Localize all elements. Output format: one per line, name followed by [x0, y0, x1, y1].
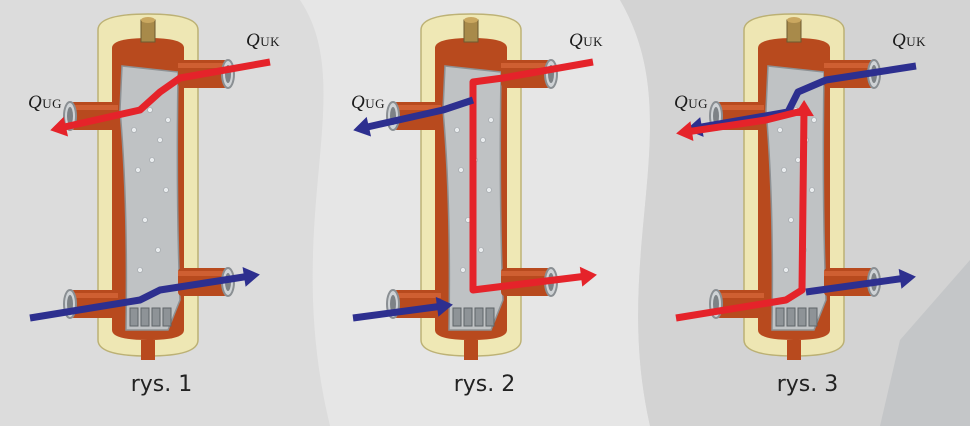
air-bubble: [135, 167, 141, 173]
separator-diagram-1: [29, 13, 271, 360]
baffle: [129, 307, 139, 327]
flow-label-side: QUG: [28, 92, 63, 113]
baffle: [151, 307, 161, 327]
baffle: [140, 307, 150, 327]
air-bubble: [795, 157, 801, 163]
flow-label-side: QUG: [674, 92, 709, 113]
baffle: [452, 307, 462, 327]
hot-flow-arrow-head: [579, 266, 597, 287]
air-bubble: [137, 267, 143, 273]
figure-3: QUK QUG rys. 3: [646, 0, 969, 426]
separator-diagram-3: [675, 13, 917, 360]
hot-flow-arrow-head: [50, 116, 69, 137]
air-bubble: [458, 167, 464, 173]
air-bubble: [480, 137, 486, 143]
drain-stub: [787, 340, 801, 360]
air-bubble: [788, 217, 794, 223]
air-bubble: [809, 187, 815, 193]
air-bubble: [486, 187, 492, 193]
figure-caption: rys. 3: [776, 372, 839, 397]
air-bubble: [478, 247, 484, 253]
figure-caption: rys. 2: [453, 372, 516, 397]
cold-flow-inlet: [352, 302, 444, 322]
hot-flow-outlet: [685, 106, 807, 136]
drain-stub: [141, 340, 155, 360]
baffle: [808, 307, 818, 327]
air-vent: [463, 19, 479, 43]
air-bubble: [131, 127, 137, 133]
baffle: [463, 307, 473, 327]
hot-flow-outlet-head: [676, 121, 694, 141]
air-bubble: [783, 267, 789, 273]
cold-flow-bottom-head: [898, 268, 916, 289]
hot-flow-riser: [675, 109, 808, 322]
air-bubble: [777, 127, 783, 133]
air-bubble: [147, 107, 153, 113]
cold-flow-return-head: [353, 116, 372, 137]
figure-caption: rys. 1: [130, 372, 193, 397]
baffle: [775, 307, 785, 327]
flow-label-top: QUK: [246, 30, 281, 51]
baffle: [786, 307, 796, 327]
air-vent: [140, 19, 156, 43]
hot-flow-arrow: [59, 58, 271, 132]
air-vent: [786, 19, 802, 43]
air-bubble: [149, 157, 155, 163]
figure-1: QUK QUG rys. 1: [0, 0, 323, 426]
cold-flow-return: [362, 96, 475, 132]
baffle: [485, 307, 495, 327]
baffle: [162, 307, 172, 327]
cold-flow-arrow: [29, 272, 251, 322]
hot-flow-arrow: [469, 58, 594, 294]
baffle: [797, 307, 807, 327]
drain-stub: [464, 340, 478, 360]
air-bubble: [157, 137, 163, 143]
air-bubble: [454, 127, 460, 133]
air-bubble: [781, 167, 787, 173]
air-bubble: [155, 247, 161, 253]
air-bubble: [142, 217, 148, 223]
figure-2: QUK QUG rys. 2: [323, 0, 646, 426]
air-bubble: [488, 117, 494, 123]
air-bubble: [163, 187, 169, 193]
air-bubble: [811, 117, 817, 123]
air-bubble: [460, 267, 466, 273]
flow-label-top: QUK: [892, 30, 927, 51]
cold-flow-bottom: [805, 274, 907, 296]
separator-diagram-2: [352, 13, 597, 360]
baffle: [474, 307, 484, 327]
cold-flow-inlet-head: [435, 296, 453, 317]
flow-label-top: QUK: [569, 30, 604, 51]
cold-flow-arrow: [695, 62, 917, 132]
flow-label-side: QUG: [351, 92, 386, 113]
air-bubble: [165, 117, 171, 123]
cold-flow-arrow-head: [242, 267, 260, 287]
